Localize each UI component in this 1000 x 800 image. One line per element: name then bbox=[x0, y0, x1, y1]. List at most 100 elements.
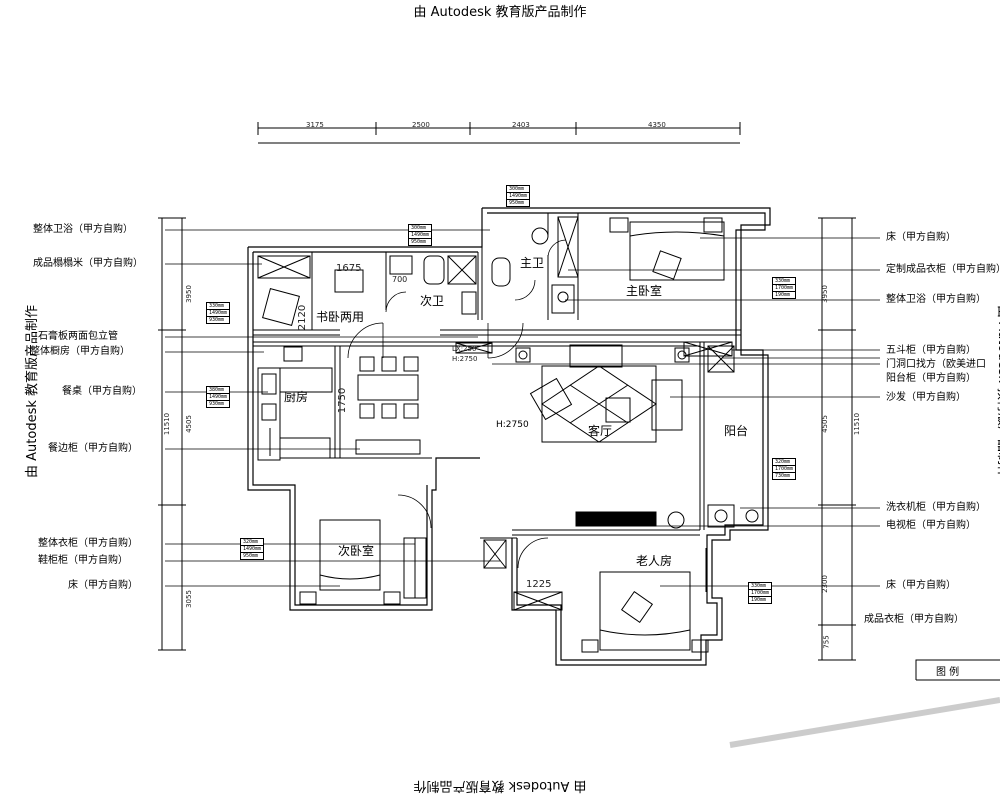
label-right-washer: 洗衣机柜（甲方自购） bbox=[886, 502, 986, 513]
second-bath-sink bbox=[389, 255, 413, 275]
living-cabinet bbox=[455, 342, 493, 354]
legend-fragment: 图 例 bbox=[936, 667, 960, 678]
label-left-kitchen: 整体橱房（甲方自购） bbox=[30, 346, 130, 357]
label-left-tatami: 成品榻榻米（甲方自购） bbox=[33, 258, 143, 269]
room-kitchen: 厨房 bbox=[284, 390, 309, 404]
dim-left-1: 3950 bbox=[184, 285, 193, 303]
left-leader-lines bbox=[165, 229, 500, 587]
washing-machine-cabinet bbox=[707, 504, 735, 528]
label-right-bath: 整体卫浴（甲方自购） bbox=[886, 294, 986, 305]
label-right-balcony-cabinet: 阳台柜（甲方自购） bbox=[886, 373, 976, 384]
living-sofa bbox=[651, 379, 683, 431]
label-left-pipe: 石膏板两面包立管 bbox=[38, 331, 118, 342]
dim-top-2: 2500 bbox=[412, 121, 430, 129]
room-second-bed: 次卧室 bbox=[338, 544, 375, 558]
legend-frame bbox=[915, 659, 1000, 680]
dim-elder-width: 1225 bbox=[526, 579, 552, 590]
master-nightstand bbox=[609, 217, 629, 233]
tv-cabinet bbox=[575, 511, 657, 527]
room-second-bath: 次卫 bbox=[420, 294, 445, 308]
second-bath-toilet bbox=[423, 255, 445, 285]
elder-wardrobe bbox=[513, 591, 563, 611]
master-bath-toilet bbox=[491, 257, 511, 287]
kitchen-stove bbox=[261, 403, 277, 421]
label-right-wardrobe: 定制成品衣柜（甲方自购） bbox=[886, 264, 1000, 275]
label-right-doorway: 门洞口找方（欧美进口 bbox=[886, 359, 986, 370]
dim-top-4: 4350 bbox=[648, 121, 666, 129]
room-balcony: 阳台 bbox=[724, 424, 749, 438]
tatami-cabinet bbox=[257, 255, 311, 279]
dim-right-1: 3950 bbox=[820, 285, 829, 303]
dim-study-width: 1675 bbox=[336, 263, 362, 274]
ceiling-height-note: H:2750 bbox=[496, 420, 529, 430]
label-left-bed: 床（甲方自购） bbox=[68, 580, 138, 591]
dim-right-3: 11510 bbox=[853, 412, 862, 436]
dim-left-3: 11510 bbox=[163, 412, 172, 436]
dining-table bbox=[357, 374, 419, 401]
dim-right-2: 4505 bbox=[820, 415, 829, 433]
master-wardrobe bbox=[557, 216, 579, 278]
label-left-bath: 整体卫浴（甲方自购） bbox=[33, 224, 133, 235]
dim-top-1: 3175 bbox=[306, 121, 324, 129]
label-left-sideboard: 餐边柜（甲方自购） bbox=[48, 443, 138, 454]
dim-left-4: 3055 bbox=[184, 590, 193, 608]
room-master-bed: 主卧室 bbox=[626, 284, 663, 298]
study-desk bbox=[334, 269, 364, 293]
label-left-dining-table: 餐桌（甲方自购） bbox=[62, 386, 142, 397]
label-right-tv: 电视柜（甲方自购） bbox=[886, 520, 976, 531]
room-living: 客厅 bbox=[588, 424, 613, 438]
plant bbox=[667, 511, 685, 529]
room-study: 书卧两用 bbox=[316, 310, 365, 324]
study-chair bbox=[262, 288, 300, 326]
armchair bbox=[529, 377, 573, 421]
dim-study-depth: 2120 bbox=[297, 304, 309, 331]
dim-right-5: 755 bbox=[822, 635, 831, 649]
balcony-basin bbox=[745, 509, 759, 523]
kitchen-side-counter bbox=[279, 437, 331, 459]
label-right-wardrobe-2: 成品衣柜（甲方自购） bbox=[864, 614, 964, 625]
dim-dining-depth: 1750 bbox=[337, 387, 349, 414]
master-bath-sink bbox=[551, 284, 575, 314]
interior-walls bbox=[253, 213, 741, 539]
label-left-shoe: 鞋柜柜（甲方自购） bbox=[38, 555, 128, 566]
dining-chairs bbox=[359, 356, 419, 419]
label-right-bed: 床（甲方自购） bbox=[886, 232, 956, 243]
label-left-wardrobe: 整体衣柜（甲方自购） bbox=[38, 538, 138, 549]
side-table bbox=[515, 347, 531, 363]
sideboard bbox=[355, 439, 421, 455]
shoe-cabinet bbox=[483, 539, 507, 569]
stamp-smear bbox=[729, 697, 1000, 748]
exterior-walls bbox=[247, 207, 771, 666]
dim-bath-width: 700 bbox=[392, 275, 408, 284]
balcony-cabinet bbox=[707, 345, 735, 373]
label-right-bed-2: 床（甲方自购） bbox=[886, 580, 956, 591]
master-bed bbox=[629, 221, 725, 281]
kitchen-sink bbox=[261, 373, 277, 395]
dim-left-2: 4505 bbox=[184, 415, 193, 433]
kitchen-fridge bbox=[283, 346, 303, 362]
watermark-top: 由 Autodesk 教育版产品制作 bbox=[413, 5, 587, 20]
master-bath-shower-head bbox=[531, 227, 549, 245]
second-bath-shower bbox=[447, 255, 477, 285]
living-tv-stand bbox=[569, 344, 623, 368]
elder-bed bbox=[599, 571, 691, 651]
dim-top-3: 2403 bbox=[512, 121, 530, 129]
kitchen-counter bbox=[257, 367, 281, 461]
door-swings bbox=[347, 239, 567, 569]
dim-right-4: 2300 bbox=[820, 575, 829, 593]
label-right-dresser: 五斗柜（甲方自购） bbox=[886, 345, 976, 356]
level-note-2: H:2750 bbox=[452, 355, 478, 363]
second-bath-cabinet bbox=[461, 291, 477, 315]
level-note-1: LX:250 bbox=[452, 345, 477, 353]
room-master-bath: 主卫 bbox=[520, 256, 545, 270]
